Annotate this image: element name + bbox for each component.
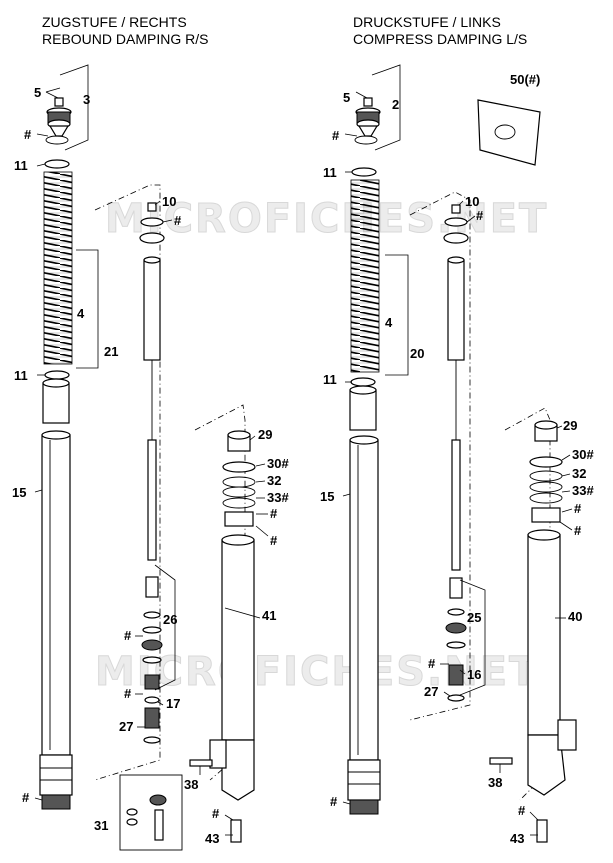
top-cap-assembly-right xyxy=(354,97,381,145)
callout-27-right: 27 xyxy=(424,684,438,699)
callout-25: 25 xyxy=(467,610,481,625)
top-cap-assembly-left xyxy=(45,97,72,145)
callout-hash-left-26: # xyxy=(124,628,132,643)
callout-32-left: 32 xyxy=(267,473,281,488)
damper-cartridge-left xyxy=(139,202,165,744)
rebound-title-en: REBOUND DAMPING R/S xyxy=(42,31,209,47)
inner-fork-tube-right xyxy=(347,435,381,815)
callout-33-right: 33# xyxy=(572,483,594,498)
washer-11-bottom-right xyxy=(350,377,376,387)
callout-40: 40 xyxy=(568,609,582,624)
bolt-43-right xyxy=(536,819,548,843)
callout-29-left: 29 xyxy=(258,427,272,442)
watermark-top: MICROFICHES.NET xyxy=(105,196,548,242)
valve-set-31 xyxy=(126,794,167,841)
callout-20: 20 xyxy=(410,346,424,361)
callout-hash-left-10: # xyxy=(174,213,182,228)
callout-5-right: 5 xyxy=(343,90,350,105)
callout-4-right: 4 xyxy=(385,315,393,330)
callout-43-right: 43 xyxy=(510,831,524,846)
callout-hash-left-seal1: # xyxy=(270,506,278,521)
callout-32-right: 32 xyxy=(572,466,586,481)
callout-11-top-right: 11 xyxy=(323,165,337,180)
callout-hash-right-43: # xyxy=(518,803,526,818)
callout-hash-left-tube: # xyxy=(22,790,30,805)
callout-38-right: 38 xyxy=(488,775,502,790)
callout-hash-left-17: # xyxy=(124,686,132,701)
callout-11-bottom-right: 11 xyxy=(323,372,337,387)
callout-33-left: 33# xyxy=(267,490,289,505)
callout-26: 26 xyxy=(163,612,177,627)
leader-lines xyxy=(34,87,573,836)
callout-hash-right-seal2: # xyxy=(574,523,582,538)
callout-15-right: 15 xyxy=(320,489,334,504)
washer-11-top-right xyxy=(351,167,377,177)
callout-hash-right-10: # xyxy=(476,208,484,223)
fork-spring-left xyxy=(43,171,73,365)
callout-11-top-left: 11 xyxy=(14,158,28,173)
callout-43-left: 43 xyxy=(205,831,219,846)
callout-5-left: 5 xyxy=(34,85,41,100)
callout-4-left: 4 xyxy=(77,306,85,321)
washer-11-top-left xyxy=(44,159,70,169)
bolt-43-left xyxy=(230,819,242,843)
outer-fork-leg-left xyxy=(189,430,256,801)
callout-hash-left-cap: # xyxy=(24,127,32,142)
callout-10-left: 10 xyxy=(162,194,176,209)
callout-50: 50(#) xyxy=(510,72,540,87)
callout-hash-left-43: # xyxy=(212,806,220,821)
compress-title-de: DRUCKSTUFE / LINKS xyxy=(353,14,501,30)
callout-10-right: 10 xyxy=(465,194,479,209)
callout-17: 17 xyxy=(166,696,180,711)
callout-41: 41 xyxy=(262,608,276,623)
callout-31: 31 xyxy=(94,818,108,833)
callout-hash-right-tube: # xyxy=(330,794,338,809)
spacer-tube-left xyxy=(42,382,70,424)
compress-title-en: COMPRESS DAMPING L/S xyxy=(353,31,528,47)
callout-21: 21 xyxy=(104,344,118,359)
callout-hash-right-cap: # xyxy=(332,128,340,143)
washer-11-bottom-left xyxy=(44,370,70,380)
rebound-title-de: ZUGSTUFE / RECHTS xyxy=(42,14,187,30)
callout-2: 2 xyxy=(392,97,399,112)
callout-11-bottom-left: 11 xyxy=(14,368,28,383)
callout-hash-right-16: # xyxy=(428,656,436,671)
callout-29-right: 29 xyxy=(563,418,577,433)
service-kit-50 xyxy=(477,99,541,166)
callout-hash-right-seal1: # xyxy=(574,501,582,516)
spacer-tube-right xyxy=(349,389,377,431)
callout-hash-left-seal2: # xyxy=(270,533,278,548)
inner-fork-tube-left xyxy=(39,430,73,810)
fork-spring-right xyxy=(350,179,380,373)
callout-3: 3 xyxy=(83,92,90,107)
callout-30-left: 30# xyxy=(267,456,289,471)
outer-fork-leg-right xyxy=(489,420,577,796)
callout-30-right: 30# xyxy=(572,447,594,462)
callout-16: 16 xyxy=(467,667,481,682)
callout-15-left: 15 xyxy=(12,485,26,500)
callout-38-left: 38 xyxy=(184,777,198,792)
callout-27-left: 27 xyxy=(119,719,133,734)
damper-cartridge-right xyxy=(443,204,469,702)
